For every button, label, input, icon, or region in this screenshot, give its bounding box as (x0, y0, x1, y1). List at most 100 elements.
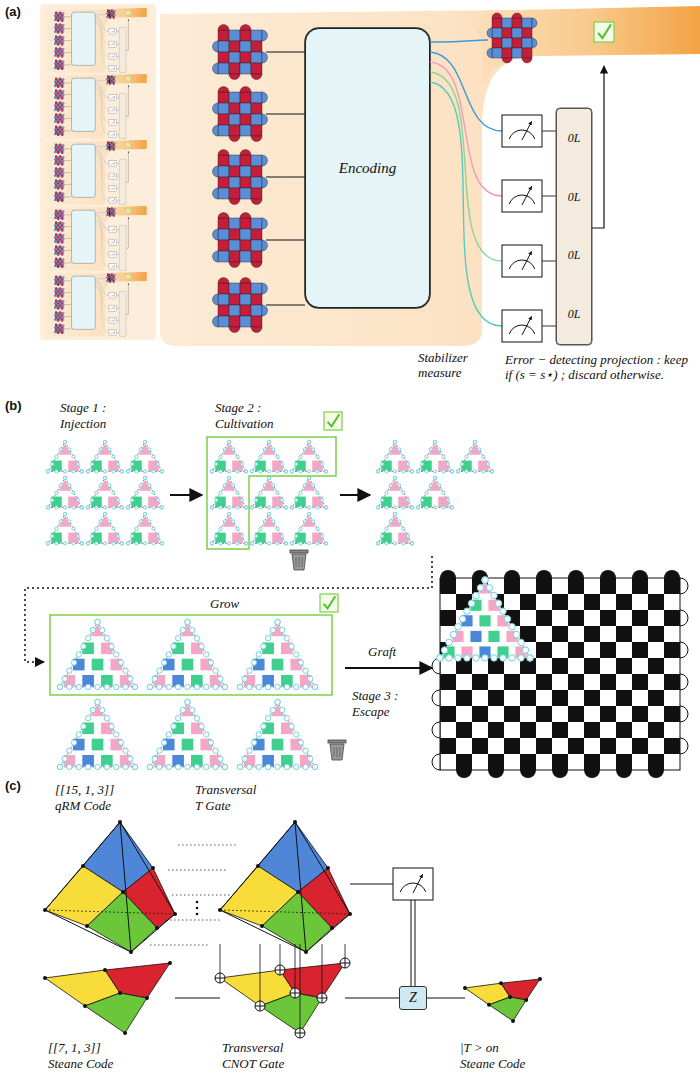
qubit (143, 476, 146, 479)
boundary-stabilizer (213, 166, 219, 177)
qubit (312, 684, 317, 689)
plaquette (512, 38, 522, 48)
input-wires (266, 52, 305, 305)
qubit (76, 732, 81, 737)
plaquette (91, 704, 105, 716)
qubit (393, 470, 396, 473)
qubit (126, 542, 129, 545)
qubit (210, 542, 213, 545)
meter-box (502, 245, 542, 277)
color-code-outline (378, 478, 412, 507)
qubit (103, 506, 106, 509)
plaquette (303, 480, 316, 491)
plaquette (218, 240, 229, 251)
meter-needle (522, 121, 532, 140)
annotation-label: |T > on (460, 1040, 499, 1055)
qubit (95, 619, 100, 624)
qubit (143, 512, 146, 515)
qubit (157, 684, 162, 689)
qubit (81, 724, 86, 729)
qubit (393, 476, 396, 479)
qubit (265, 684, 270, 689)
plaquette (240, 229, 251, 240)
qubit (410, 470, 413, 473)
qubit (438, 484, 441, 487)
plaquette (99, 516, 112, 527)
qubit (410, 542, 413, 545)
qubit (275, 619, 280, 624)
qubit (166, 652, 171, 657)
qubit (393, 506, 396, 509)
qubit (455, 655, 461, 661)
qubit (71, 660, 76, 665)
qubit (477, 585, 483, 591)
plaquette (240, 114, 251, 125)
plaquette (139, 444, 152, 455)
escape-patch-details (432, 570, 688, 778)
qubit (67, 668, 72, 673)
qubit (312, 484, 315, 487)
qubit (324, 542, 327, 545)
boundary-stabilizer (552, 770, 568, 778)
dotted-flow-line (25, 556, 432, 662)
qubit (219, 542, 222, 545)
qubit (126, 470, 129, 473)
qubit (81, 644, 86, 649)
qubit (108, 484, 111, 487)
cnot-target-cross (215, 973, 225, 983)
qubit (219, 470, 222, 473)
qubit (250, 470, 253, 473)
qubit (120, 506, 123, 509)
qubit-dot (538, 977, 542, 981)
boundary-stabilizer (229, 74, 240, 80)
plaquette (240, 177, 251, 188)
annotation-label: Cultivation (215, 416, 274, 431)
plaquette (251, 103, 262, 114)
qubit (210, 506, 213, 509)
qubit (95, 764, 100, 769)
qubit (416, 470, 419, 473)
plaquette (263, 516, 276, 527)
qubit (276, 455, 279, 458)
boundary-stabilizer (440, 570, 456, 578)
qubit (442, 470, 445, 473)
ellipsis-dots (196, 901, 199, 916)
qubit (324, 506, 327, 509)
plaquette (229, 177, 240, 188)
cnot-target (295, 1028, 305, 1038)
qubit (468, 600, 474, 606)
check-mark (328, 414, 340, 426)
boundary-stabilizer (218, 278, 229, 284)
qubit (55, 527, 58, 530)
qubit (128, 756, 133, 761)
qubit (85, 716, 90, 721)
meter-box (502, 180, 542, 212)
correction-box: Z (399, 986, 427, 1010)
cnot-target (215, 973, 225, 983)
qubit (263, 448, 266, 451)
qubit (227, 512, 230, 515)
qubit (76, 498, 79, 501)
qubit (204, 732, 209, 737)
qubit (504, 616, 510, 622)
qubit (180, 707, 185, 712)
qubit (244, 542, 247, 545)
qubit (213, 764, 218, 769)
qubit (376, 470, 379, 473)
qubit (143, 542, 146, 545)
wire (345, 998, 399, 999)
qubit (250, 506, 253, 509)
qubit (303, 484, 306, 487)
qubit (398, 484, 401, 487)
qubit (160, 470, 163, 473)
qubit (312, 684, 317, 689)
qubit (199, 724, 204, 729)
check-mark (598, 24, 611, 38)
qubit (251, 740, 256, 745)
qubit (236, 542, 239, 545)
qubit (320, 534, 323, 537)
plaquette (223, 480, 236, 491)
plaquette (492, 38, 502, 48)
boundary-stabilizer (600, 570, 616, 578)
qubit (219, 491, 222, 494)
